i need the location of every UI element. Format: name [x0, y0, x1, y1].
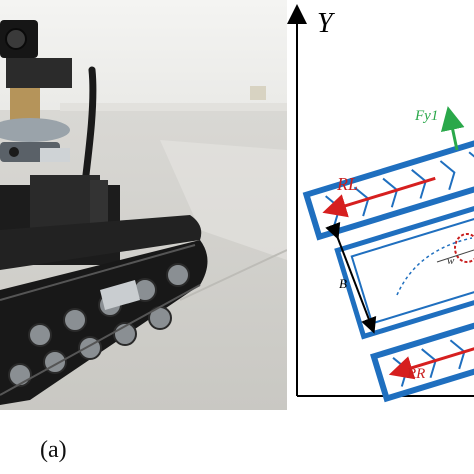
- right-track-label: RR: [406, 366, 425, 382]
- robot-photo: [0, 0, 287, 410]
- floor-tile-line: [179, 249, 287, 301]
- left-track: [302, 135, 474, 241]
- lateral-force-label: Fy1: [414, 108, 438, 124]
- angular-radius: [436, 249, 474, 263]
- baseboard: [60, 103, 287, 111]
- chassis-body: [334, 197, 474, 340]
- left-track-label: RL: [336, 174, 358, 194]
- rotation-center-marker: [454, 233, 474, 263]
- track-width-dimension: [325, 221, 377, 334]
- lateral-force-arrow: [440, 106, 465, 151]
- mast-bracket: [6, 58, 72, 88]
- side-box: [90, 180, 108, 235]
- left-track-force-arrow: [322, 176, 436, 218]
- right-track-force-arrow: [388, 346, 474, 380]
- camera-lens: [5, 28, 27, 50]
- y-axis-label: Y: [317, 8, 336, 39]
- wall-object: [250, 86, 266, 100]
- trajectory-arc: [396, 237, 473, 296]
- depth-lens: [9, 147, 19, 157]
- panel-label: (a): [40, 437, 67, 463]
- lidar-disc: [0, 118, 70, 142]
- right-track: [370, 297, 474, 403]
- mount-cylinder: [40, 148, 70, 162]
- side-bracket: [100, 280, 140, 310]
- floor-reflection: [160, 140, 287, 260]
- omega-label: w: [447, 255, 455, 267]
- track-width-label: B: [339, 276, 347, 291]
- track-links: [0, 244, 201, 396]
- track-upper: [0, 215, 202, 270]
- track-schematic: Y: [287, 4, 474, 403]
